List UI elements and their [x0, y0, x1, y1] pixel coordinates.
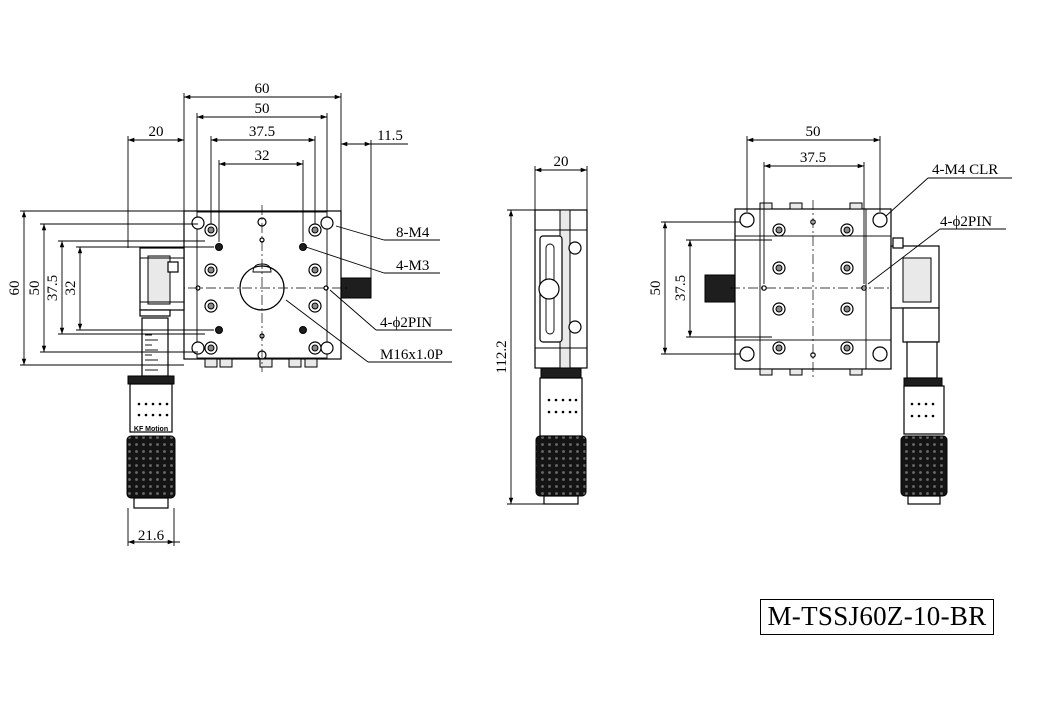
callout-8-m4: 8-M4 — [396, 225, 430, 241]
bottom-micrometer — [890, 237, 948, 505]
callout-bottom-pin: 4-ϕ2PIN — [940, 214, 992, 230]
top-dimension-lines — [20, 93, 408, 546]
dim-bottom-width-37-5: 37.5 — [800, 150, 826, 166]
side-dimension-lines — [507, 166, 588, 505]
model-number-label: M-TSSJ60Z-10-BR — [760, 599, 994, 635]
dim-top-width-32: 32 — [255, 148, 270, 164]
dim-bottom-height-37-5: 37.5 — [673, 275, 689, 301]
bottom-dimension-lines — [661, 136, 1012, 355]
side-view: 20 112.2 — [494, 154, 588, 505]
top-leader-lines — [285, 225, 452, 363]
dim-top-offset-20: 20 — [149, 124, 164, 140]
dim-top-height-37-5: 37.5 — [45, 275, 61, 301]
dim-top-offset-11-5: 11.5 — [377, 128, 403, 144]
top-holes — [191, 216, 334, 360]
dim-top-height-32: 32 — [63, 281, 79, 296]
dim-top-width-60: 60 — [255, 81, 270, 97]
dim-side-height-112-2: 112.2 — [494, 340, 510, 373]
top-rail-stubs — [204, 358, 318, 368]
micrometer-brand-label: KF Motion — [134, 426, 168, 433]
dim-top-width-50: 50 — [255, 101, 270, 117]
dim-top-height-60: 60 — [7, 281, 23, 296]
dim-bottom-width-50: 50 — [806, 124, 821, 140]
dim-top-width-37-5: 37.5 — [249, 124, 275, 140]
side-micrometer — [535, 367, 587, 505]
bottom-view: 50 37.5 50 37.5 4-M4 CLR 4-ϕ2PIN — [648, 124, 1012, 505]
top-micrometer: KF Motion — [126, 247, 185, 509]
bottom-lock-knob — [704, 274, 736, 303]
top-view: KF Motion — [7, 81, 452, 546]
callout-4-m4-clr: 4-M4 CLR — [932, 162, 998, 178]
callout-top-pin: 4-ϕ2PIN — [380, 315, 432, 331]
dim-bottom-height-50: 50 — [648, 281, 664, 296]
bottom-holes — [739, 212, 888, 362]
dim-top-height-50: 50 — [27, 281, 43, 296]
dim-micrometer-21-6: 21.6 — [138, 528, 165, 544]
side-knob — [538, 278, 560, 300]
bottom-stubs — [759, 202, 863, 376]
callout-4-m3: 4-M3 — [396, 258, 429, 274]
callout-m16-thread: M16x1.0P — [380, 347, 443, 363]
dim-side-width-20: 20 — [554, 154, 569, 170]
